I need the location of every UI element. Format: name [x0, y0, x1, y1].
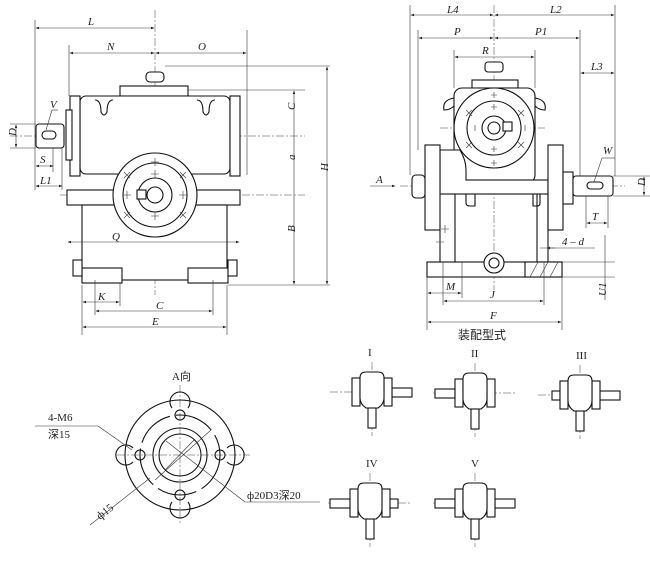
a-view-title: A向: [172, 369, 191, 383]
dim-M: M: [445, 281, 456, 293]
dim-N: N: [106, 41, 115, 53]
dim-H: H: [319, 162, 331, 172]
dim-C-vertical: C: [286, 102, 298, 110]
configuration-label: II: [471, 348, 479, 360]
dim-4-d: 4 – d: [562, 236, 585, 248]
side-view: L4 L2 P P1 R L3 W A D T 4 – d M J F U1 装…: [370, 4, 650, 342]
thread-depth: 深15: [48, 428, 70, 441]
configuration-label: I: [368, 347, 372, 359]
dim-C-horizontal: C: [156, 300, 164, 312]
dim-J: J: [490, 289, 496, 301]
configuration-1: I: [330, 347, 414, 436]
dim-U1: U1: [597, 283, 609, 296]
dim-E: E: [151, 316, 159, 328]
dim-T: T: [592, 211, 599, 223]
dim-W: W: [603, 145, 613, 157]
configuration-label: IV: [366, 458, 378, 470]
front-view: L N O V D S L1 C a B H Q K C E: [7, 10, 331, 335]
a-direction-view: A向 4-M6 深15 ф15 ф20D3深20: [35, 369, 320, 526]
configuration-2: II: [433, 348, 517, 437]
configuration-label: III: [576, 350, 587, 362]
dim-a: a: [286, 154, 298, 160]
view-arrow-A: A: [375, 174, 383, 186]
dim-L2: L2: [549, 4, 562, 16]
dim-O: O: [198, 41, 206, 53]
bore-spec: ф20D3深20: [247, 489, 301, 502]
configuration-4: IV: [328, 458, 412, 547]
configuration-3: III: [538, 350, 622, 439]
dim-D-side: D: [636, 178, 648, 187]
configuration-5: V: [433, 458, 517, 547]
dim-Q: Q: [112, 231, 120, 243]
dim-L: L: [87, 16, 94, 28]
dim-S: S: [40, 154, 46, 166]
dim-B: B: [286, 225, 298, 232]
dim-P: P: [453, 26, 461, 38]
dim-R: R: [481, 45, 489, 57]
dim-F: F: [489, 310, 497, 322]
dim-K: K: [97, 291, 106, 303]
dim-L3: L3: [590, 61, 603, 73]
assembly-caption: 装配型式: [458, 328, 506, 342]
dim-V: V: [50, 99, 58, 111]
dim-L1-front: L1: [39, 175, 52, 187]
thread-spec: 4-M6: [48, 412, 73, 424]
dim-D-front: D: [7, 128, 19, 137]
configuration-label: V: [471, 458, 479, 470]
dim-L4: L4: [446, 4, 459, 16]
dim-P1: P1: [534, 26, 547, 38]
